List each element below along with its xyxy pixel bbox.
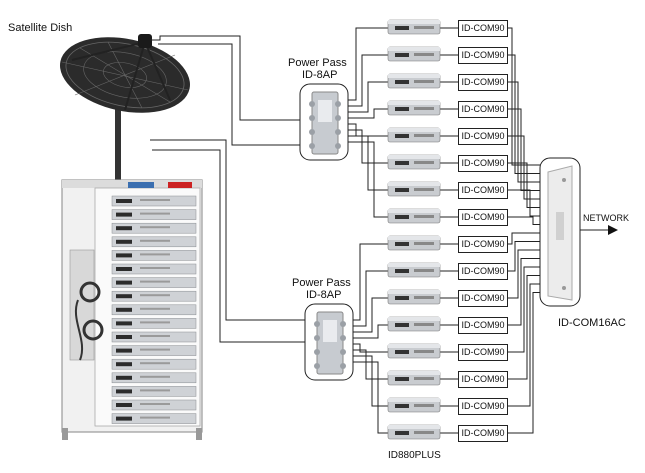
com90-module: ID-COM90 <box>458 182 508 199</box>
rack-receiver-unit <box>111 195 197 207</box>
com90-module: ID-COM90 <box>458 20 508 37</box>
satellite-dish-icon <box>60 34 190 182</box>
rack-receiver-unit <box>111 386 197 397</box>
rack-receiver-unit <box>111 331 197 343</box>
rack-receiver-unit <box>111 399 197 411</box>
com90-module: ID-COM90 <box>458 209 508 226</box>
com90-module: ID-COM90 <box>458 155 508 172</box>
com90-module: ID-COM90 <box>458 47 508 64</box>
com16ac-unit <box>539 157 581 307</box>
receiver-icon <box>387 100 441 116</box>
receiver-icon <box>387 73 441 89</box>
rack-receiver-unit <box>111 222 197 234</box>
rack-receiver-unit <box>111 318 197 329</box>
receiver-icon <box>387 343 441 359</box>
rack-receiver-unit <box>111 345 197 356</box>
receiver-icon <box>387 424 441 440</box>
rack-receiver-unit <box>111 358 197 370</box>
power-pass-splitter-2 <box>304 303 354 381</box>
power-pass-splitter-1 <box>299 83 349 161</box>
wiring <box>150 35 608 343</box>
com90-module: ID-COM90 <box>458 128 508 145</box>
satellite-dish-label: Satellite Dish <box>8 22 73 34</box>
receiver-icon <box>387 262 441 278</box>
rack-receiver-unit <box>111 209 197 220</box>
receiver-icon <box>387 181 441 197</box>
rack-receiver-unit <box>111 250 197 261</box>
com16ac-label: ID-COM16AC <box>558 317 626 329</box>
receiver-icon <box>387 127 441 143</box>
receiver-icon <box>387 19 441 35</box>
com90-module: ID-COM90 <box>458 425 508 442</box>
com90-module: ID-COM90 <box>458 101 508 118</box>
rack-receiver-unit <box>111 290 197 302</box>
receiver-wiring <box>348 27 540 434</box>
receiver-icon <box>387 235 441 251</box>
com90-module: ID-COM90 <box>458 290 508 307</box>
network-label: NETWORK <box>583 213 629 223</box>
com90-module: ID-COM90 <box>458 371 508 388</box>
com90-module: ID-COM90 <box>458 398 508 415</box>
receiver-icon <box>387 208 441 224</box>
receivers-column <box>387 19 441 440</box>
receiver-icon <box>387 316 441 332</box>
receiver-model-label: ID880PLUS <box>388 450 441 461</box>
receiver-icon <box>387 397 441 413</box>
receiver-icon <box>387 154 441 170</box>
com90-module: ID-COM90 <box>458 263 508 280</box>
power-pass-2-label: Power Pass <box>292 277 351 289</box>
com90-module: ID-COM90 <box>458 74 508 91</box>
power-pass-1-label: Power Pass <box>288 57 347 69</box>
receiver-icon <box>387 46 441 62</box>
rack-receiver-unit <box>111 304 197 316</box>
rack-receiver-unit <box>111 413 197 424</box>
arrow-icon <box>608 225 618 235</box>
power-pass-2-model: ID-8AP <box>306 289 342 301</box>
rack-receiver-unit <box>111 372 197 384</box>
com90-module: ID-COM90 <box>458 317 508 334</box>
com90-module: ID-COM90 <box>458 236 508 253</box>
receiver-icon <box>387 370 441 386</box>
rack-receiver-unit <box>111 263 197 275</box>
receiver-icon <box>387 289 441 305</box>
rack-receiver-unit <box>111 236 197 248</box>
power-pass-1-model: ID-8AP <box>302 69 338 81</box>
rack-receiver-unit <box>111 277 197 288</box>
com90-module: ID-COM90 <box>458 344 508 361</box>
